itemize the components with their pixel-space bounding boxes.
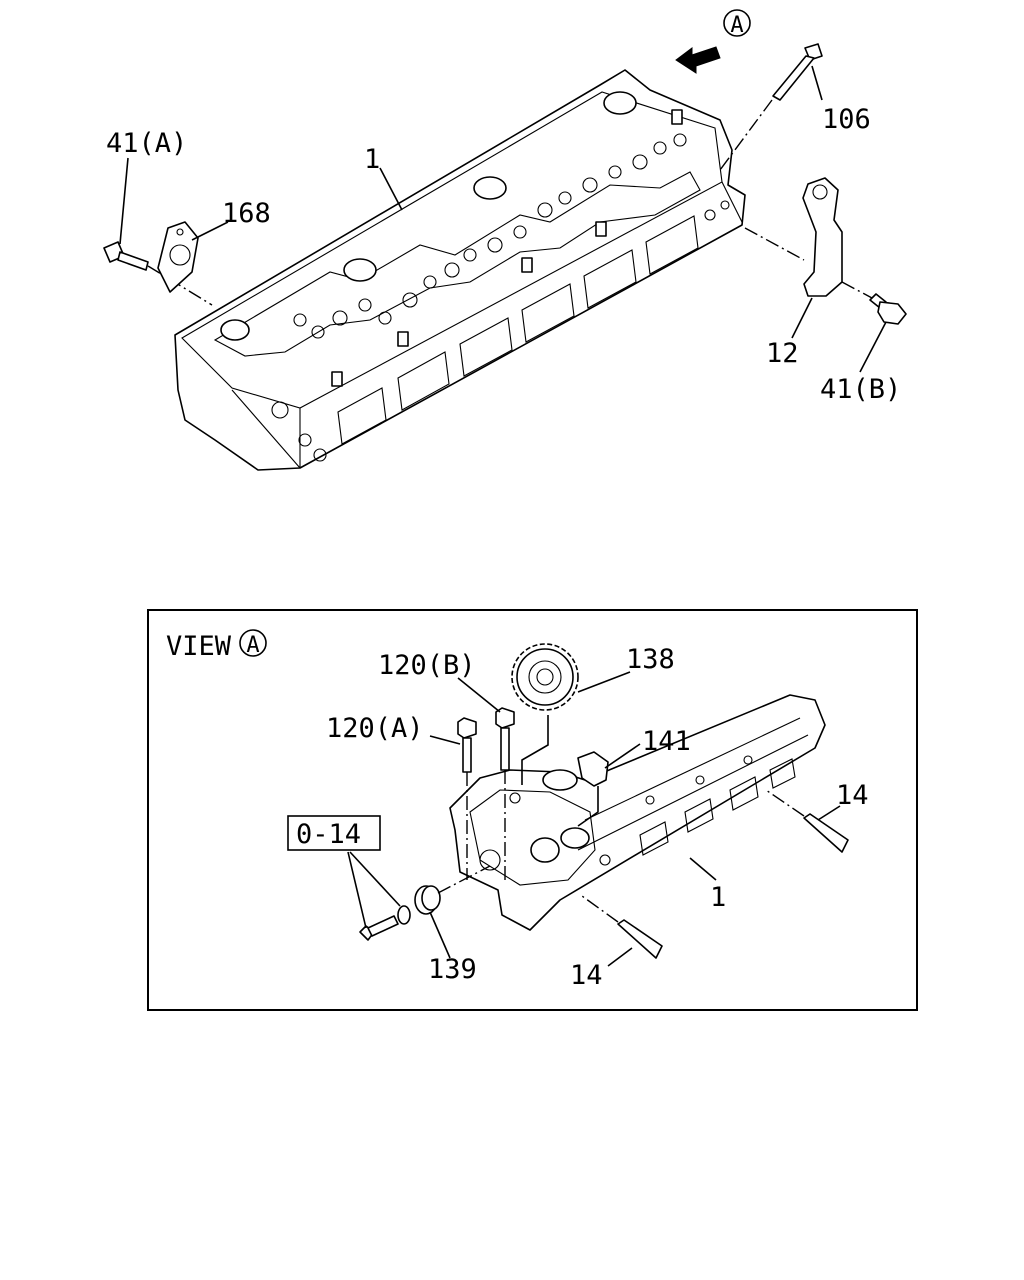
bolt-41a	[103, 241, 213, 306]
bolt-0-14	[359, 905, 411, 941]
view-a-panel: VIEW A	[147, 609, 918, 1011]
stud-14-bottom	[581, 895, 663, 959]
label-12: 12	[766, 338, 799, 369]
leader-lines-top	[119, 65, 887, 373]
label-41b: 41(B)	[820, 374, 901, 405]
label-14-right: 14	[836, 780, 869, 811]
label-106: 106	[822, 104, 871, 135]
label-138: 138	[626, 644, 675, 675]
code-box-0-14	[287, 815, 381, 851]
label-1-top: 1	[364, 144, 380, 175]
label-120b: 120(B)	[378, 650, 476, 681]
label-120a: 120(A)	[326, 713, 424, 744]
view-marker-top: A	[723, 9, 751, 38]
bolt-41b	[841, 281, 907, 325]
hanger-12	[744, 177, 843, 297]
bracket-168	[157, 221, 199, 293]
leader-lines-view	[347, 671, 841, 967]
label-41a: 41(A)	[106, 128, 187, 159]
label-14-bottom: 14	[570, 960, 603, 991]
bolt-120a	[457, 717, 477, 880]
plug-139	[414, 865, 491, 915]
label-0-14: 0-14	[296, 819, 361, 850]
view-title: VIEW	[166, 631, 232, 662]
label-139: 139	[428, 954, 477, 985]
bolt-106	[719, 43, 823, 171]
bolt-120b	[495, 707, 515, 880]
cylinder-head-end-view	[449, 694, 826, 931]
gear-138	[511, 643, 579, 785]
stud-14-right	[765, 789, 849, 853]
view-arrow	[675, 46, 721, 74]
view-marker-top-label: A	[730, 13, 743, 38]
key-141	[577, 751, 609, 827]
label-168: 168	[222, 198, 271, 229]
label-141: 141	[642, 726, 691, 757]
view-title-marker: A	[246, 633, 259, 658]
cylinder-head-assembly	[174, 69, 746, 471]
label-1-view: 1	[710, 882, 726, 913]
